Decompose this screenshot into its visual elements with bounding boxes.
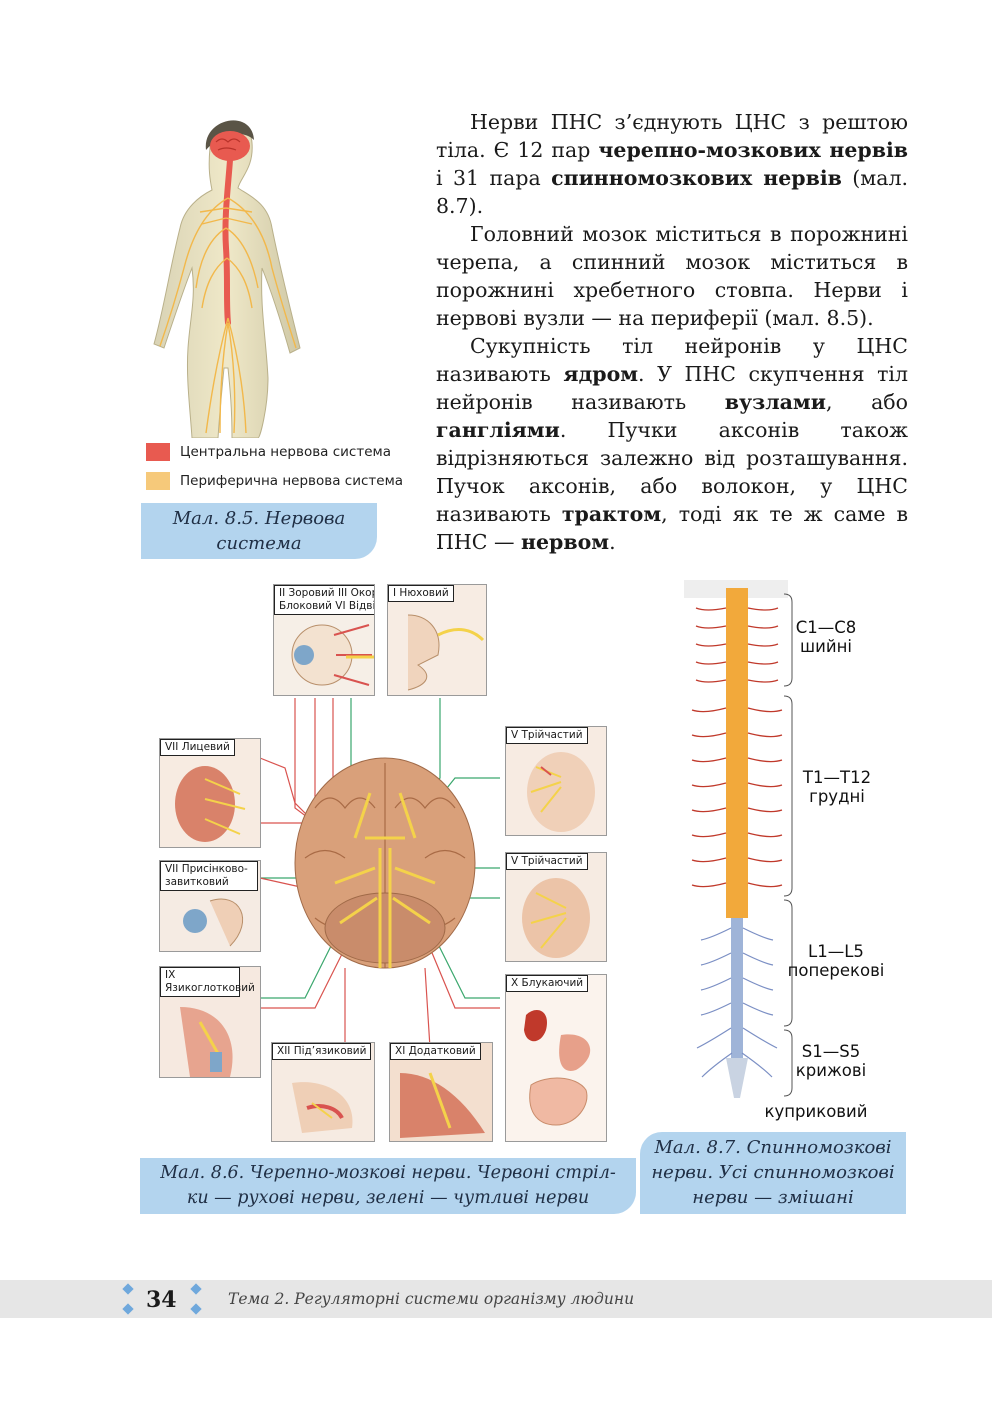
p1-text-1: Нерви ПНС з’єднують ЦНС з рештою тіла. Є… [436, 110, 908, 162]
figure-caption-8-7: Мал. 8.7. Спинномозкові нерви. Усі спинн… [640, 1132, 906, 1214]
term-cranial-nerves: черепно-мозкових нервів [598, 138, 908, 162]
spinal-nerves-figure: C1—C8 шийні T1—T12 грудні L1—L5 попереко… [676, 578, 896, 1128]
neck-muscles-illustration [400, 1072, 485, 1138]
figure-caption-8-6: Мал. 8.6. Черепно-мозкові нерви. Червоні… [140, 1158, 636, 1214]
caption-8-6-line1: Мал. 8.6. Черепно-мозкові нерви. Червоні… [160, 1163, 616, 1183]
paragraph-1: Нерви ПНС з’єднують ЦНС з рештою тіла. Є… [436, 108, 908, 220]
panel-vagus: X Блукаючий [505, 974, 607, 1142]
lumbar-name: поперекові [787, 961, 885, 980]
p3-text-5: , тоді як те ж саме в ПНС — [436, 502, 909, 554]
sacral-range: S1—S5 [801, 1042, 861, 1061]
legend-pns-label: Периферична нервова система [180, 473, 404, 489]
cervical-name: шийні [800, 637, 852, 656]
caption-8-5-line1: Мал. 8.5. Нервова [172, 508, 346, 529]
nervous-system-illustration [140, 108, 420, 439]
footer-bar [0, 1280, 992, 1318]
label-vestibulocochlear: VII Присінково-завитковий [160, 861, 258, 891]
spinal-cord-illustration [684, 580, 788, 1098]
cranial-nerve-connections [259, 698, 500, 1049]
label-olfactory: I Нюховий [388, 585, 454, 602]
panel-eye-nerves: II Зоровий III Окоруховий IV Блоковий VI… [273, 584, 375, 696]
caption-8-6-line2: ки — рухові нерви, зелені — чутливі нерв… [186, 1188, 590, 1208]
nose-illustration [407, 614, 485, 691]
panel-accessory: XI Додатковий [389, 1042, 493, 1142]
pns-color-swatch [146, 472, 170, 490]
label-trigeminal-1: V Трійчастий [506, 727, 588, 744]
label-hypoglossal: XII Під’язиковий [272, 1043, 372, 1060]
label-accessory: XI Додатковий [390, 1043, 481, 1060]
thoracic-range: T1—T12 [802, 768, 872, 787]
term-nucleus: ядром [563, 362, 639, 386]
body-text: Нерви ПНС з’єднують ЦНС з рештою тіла. Є… [436, 108, 908, 556]
figure-caption-8-5: Мал. 8.5. Нервова система [141, 503, 377, 559]
segment-thoracic: T1—T12 грудні [794, 768, 880, 806]
p3-text-6: . [609, 530, 616, 554]
face-muscles-illustration [175, 766, 246, 842]
segment-coccygeal: куприковий [764, 1102, 868, 1121]
paragraph-3: Сукупність тіл нейронів у ЦНС називають … [436, 332, 908, 556]
p3-text-1: Сукупність тіл нейронів у ЦНС називають [436, 334, 908, 386]
thoracic-name: грудні [809, 787, 865, 806]
sacral-name: крижові [795, 1061, 867, 1080]
legend-pns: Периферична нервова система [146, 472, 403, 490]
panel-hypoglossal: XII Під’язиковий [271, 1042, 375, 1142]
trigeminal-face-illustration [527, 752, 595, 832]
caption-8-7-line3: нерви — змішані [692, 1187, 854, 1208]
panel-glossopharyngeal: IX Язикоглотковий [159, 966, 261, 1078]
tongue-illustration [292, 1082, 353, 1133]
paragraph-2: Головний мозок міститься в порожнині чер… [436, 222, 908, 330]
label-glossopharyngeal: IX Язикоглотковий [160, 967, 255, 997]
p1-text-3: (мал. 8.7). [436, 166, 908, 218]
viscera-illustration [524, 1010, 591, 1126]
segment-brackets [783, 593, 793, 1097]
label-trigeminal-2: V Трійчастий [506, 853, 588, 870]
p1-text-2: і 31 пара [436, 166, 552, 190]
legend-cns-label: Центральна нервова система [180, 444, 391, 460]
legend-cns: Центральна нервова система [146, 443, 391, 461]
p3-text-3: , або [825, 390, 908, 414]
label-facial: VII Лицевий [160, 739, 235, 756]
panel-trigeminal-2: V Трійчастий [505, 852, 607, 962]
segment-cervical: C1—C8 шийні [790, 618, 862, 656]
caption-8-7-line1: Мал. 8.7. Спинномозкові [654, 1137, 892, 1158]
segment-lumbar: L1—L5 поперекові [786, 942, 886, 980]
ear-illustration [183, 898, 244, 947]
term-spinal-nerves: спинномозкових нервів [551, 166, 842, 190]
cranial-nerves-figure: II Зоровий III Окоруховий IV Блоковий VI… [155, 578, 615, 1148]
human-body-figure [153, 120, 301, 439]
panel-facial: VII Лицевий [159, 738, 261, 848]
lumbar-range: L1—L5 [808, 942, 864, 961]
p3-text-2: . У ПНС скупчення тіл нейронів називають [436, 362, 908, 414]
p3-text-4: . Пучки аксонів також відрізняються зале… [436, 418, 908, 526]
caption-8-5-line2: система [216, 533, 302, 554]
term-tract: трактом [561, 502, 662, 526]
label-eye-nerves: II Зоровий III Окоруховий IV Блоковий VI… [274, 585, 374, 615]
page-number: 34 [146, 1287, 177, 1313]
segment-sacral: S1—S5 крижові [788, 1042, 874, 1080]
trigeminal-branches-illustration [522, 878, 590, 958]
term-nodes: вузлами [724, 390, 826, 414]
term-nerve: нервом [520, 530, 610, 554]
caption-8-7-line2: нерви. Усі спинномозкові [651, 1162, 895, 1183]
eye-illustration [291, 624, 374, 686]
running-title: Тема 2. Регуляторні системи організму лю… [228, 1290, 635, 1308]
label-vagus: X Блукаючий [506, 975, 589, 992]
throat-illustration [180, 1007, 233, 1077]
cervical-range: C1—C8 [795, 618, 857, 637]
panel-vestibulocochlear: VII Присінково-завитковий [159, 860, 261, 952]
panel-olfactory: I Нюховий [387, 584, 487, 696]
cns-color-swatch [146, 443, 170, 461]
panel-trigeminal-1: V Трійчастий [505, 726, 607, 836]
term-ganglia: гангліями [436, 418, 560, 442]
